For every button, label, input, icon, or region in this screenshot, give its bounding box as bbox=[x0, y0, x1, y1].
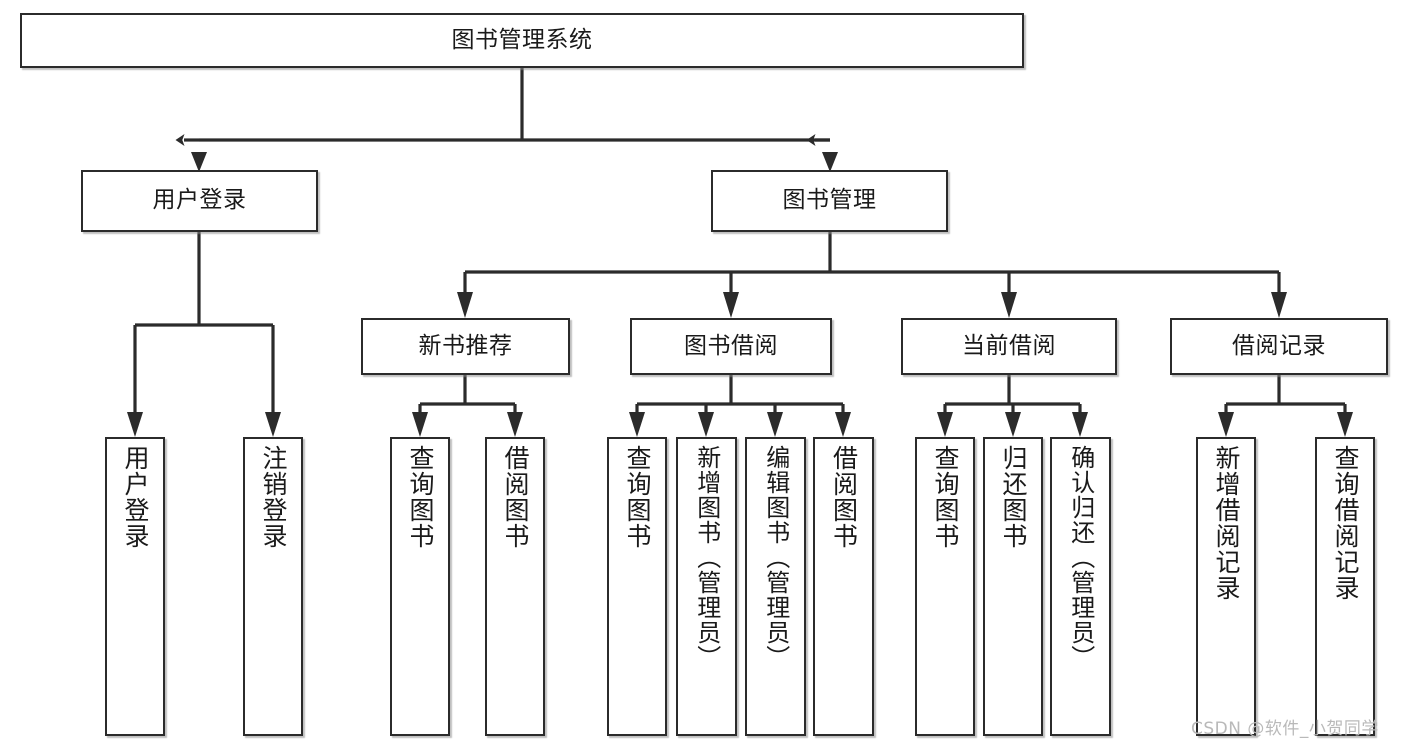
node-leaf-query-book-2-label: 查询图书 bbox=[623, 445, 652, 549]
node-current-borrow-label: 当前借阅 bbox=[962, 332, 1056, 359]
node-user-login[interactable]: 用户登录 bbox=[81, 170, 318, 232]
node-leaf-borrow-book-1[interactable]: 借阅图书 bbox=[485, 437, 545, 736]
node-new-book-recommend-label: 新书推荐 bbox=[418, 332, 513, 359]
arrowhead-leaf-add-book bbox=[698, 412, 714, 437]
node-leaf-borrow-book-2-label: 借阅图书 bbox=[829, 445, 859, 549]
arrowhead-leaf-query-book-1 bbox=[412, 412, 428, 437]
node-borrow-record-label: 借阅记录 bbox=[1232, 332, 1326, 359]
node-book-manage-label: 图书管理 bbox=[782, 187, 877, 214]
node-book-borrow[interactable]: 图书借阅 bbox=[630, 318, 832, 375]
arrowhead-leaf-user-login bbox=[127, 412, 143, 437]
node-user-login-label: 用户登录 bbox=[152, 187, 247, 214]
arrowhead-new-book-recommend bbox=[457, 292, 473, 318]
node-root[interactable]: 图书管理系统 bbox=[20, 13, 1024, 68]
node-leaf-add-book-label: 新增图书（管理员） bbox=[692, 445, 721, 670]
node-book-manage[interactable]: 图书管理 bbox=[711, 170, 948, 232]
node-leaf-query-record-label: 查询借阅记录 bbox=[1331, 445, 1360, 601]
node-leaf-add-record-label: 新增借阅记录 bbox=[1212, 445, 1241, 601]
node-book-borrow-label: 图书借阅 bbox=[684, 332, 778, 359]
node-new-book-recommend[interactable]: 新书推荐 bbox=[361, 318, 570, 375]
node-leaf-query-record[interactable]: 查询借阅记录 bbox=[1315, 437, 1375, 736]
arrowhead-leaf-return-book bbox=[1005, 412, 1021, 437]
node-leaf-confirm-return-label: 确认归还（管理员） bbox=[1066, 445, 1095, 670]
node-leaf-add-record[interactable]: 新增借阅记录 bbox=[1196, 437, 1256, 736]
node-leaf-borrow-book-2[interactable]: 借阅图书 bbox=[813, 437, 874, 736]
arrowhead-current-borrow bbox=[1001, 292, 1017, 318]
node-leaf-return-book[interactable]: 归还图书 bbox=[983, 437, 1043, 736]
node-leaf-return-book-label: 归还图书 bbox=[999, 445, 1028, 549]
node-borrow-record[interactable]: 借阅记录 bbox=[1170, 318, 1388, 375]
arrowhead-book-borrow bbox=[723, 292, 739, 318]
arrowhead-leaf-edit-book bbox=[767, 412, 783, 437]
node-leaf-user-login[interactable]: 用户登录 bbox=[105, 437, 165, 736]
node-leaf-confirm-return[interactable]: 确认归还（管理员） bbox=[1050, 437, 1111, 736]
node-current-borrow[interactable]: 当前借阅 bbox=[901, 318, 1117, 375]
arrowhead-leaf-borrow-book-1 bbox=[507, 412, 523, 437]
arrowhead-leaf-borrow-book-2 bbox=[835, 412, 851, 437]
node-leaf-user-login-label: 用户登录 bbox=[121, 445, 150, 549]
node-leaf-borrow-book-1-label: 借阅图书 bbox=[501, 445, 530, 549]
node-leaf-logout[interactable]: 注销登录 bbox=[243, 437, 303, 736]
arrowhead-group bbox=[127, 152, 1353, 437]
arrowhead-leaf-confirm-return bbox=[1072, 412, 1088, 437]
arrowhead-leaf-query-book-2 bbox=[629, 412, 645, 437]
arrowhead-user-login bbox=[191, 152, 207, 172]
arrowhead-leaf-add-record bbox=[1218, 412, 1234, 437]
node-leaf-logout-label: 注销登录 bbox=[259, 445, 288, 549]
arrowhead-leaf-logout bbox=[265, 412, 281, 437]
node-leaf-query-book-1-label: 查询图书 bbox=[406, 445, 435, 549]
node-leaf-add-book[interactable]: 新增图书（管理员） bbox=[676, 437, 737, 736]
node-leaf-query-book-1[interactable]: 查询图书 bbox=[390, 437, 450, 736]
arrowhead-borrow-record bbox=[1271, 292, 1287, 318]
node-leaf-query-book-3[interactable]: 查询图书 bbox=[915, 437, 975, 736]
arrowhead-leaf-query-book-3 bbox=[937, 412, 953, 437]
arrowhead-book-manage bbox=[822, 152, 838, 172]
node-root-label: 图书管理系统 bbox=[451, 26, 593, 53]
node-leaf-query-book-3-label: 查询图书 bbox=[931, 445, 960, 549]
node-leaf-query-book-2[interactable]: 查询图书 bbox=[607, 437, 667, 736]
node-leaf-edit-book[interactable]: 编辑图书（管理员） bbox=[745, 437, 806, 736]
arrowhead-leaf-query-record bbox=[1337, 412, 1353, 437]
node-leaf-edit-book-label: 编辑图书（管理员） bbox=[761, 445, 790, 670]
